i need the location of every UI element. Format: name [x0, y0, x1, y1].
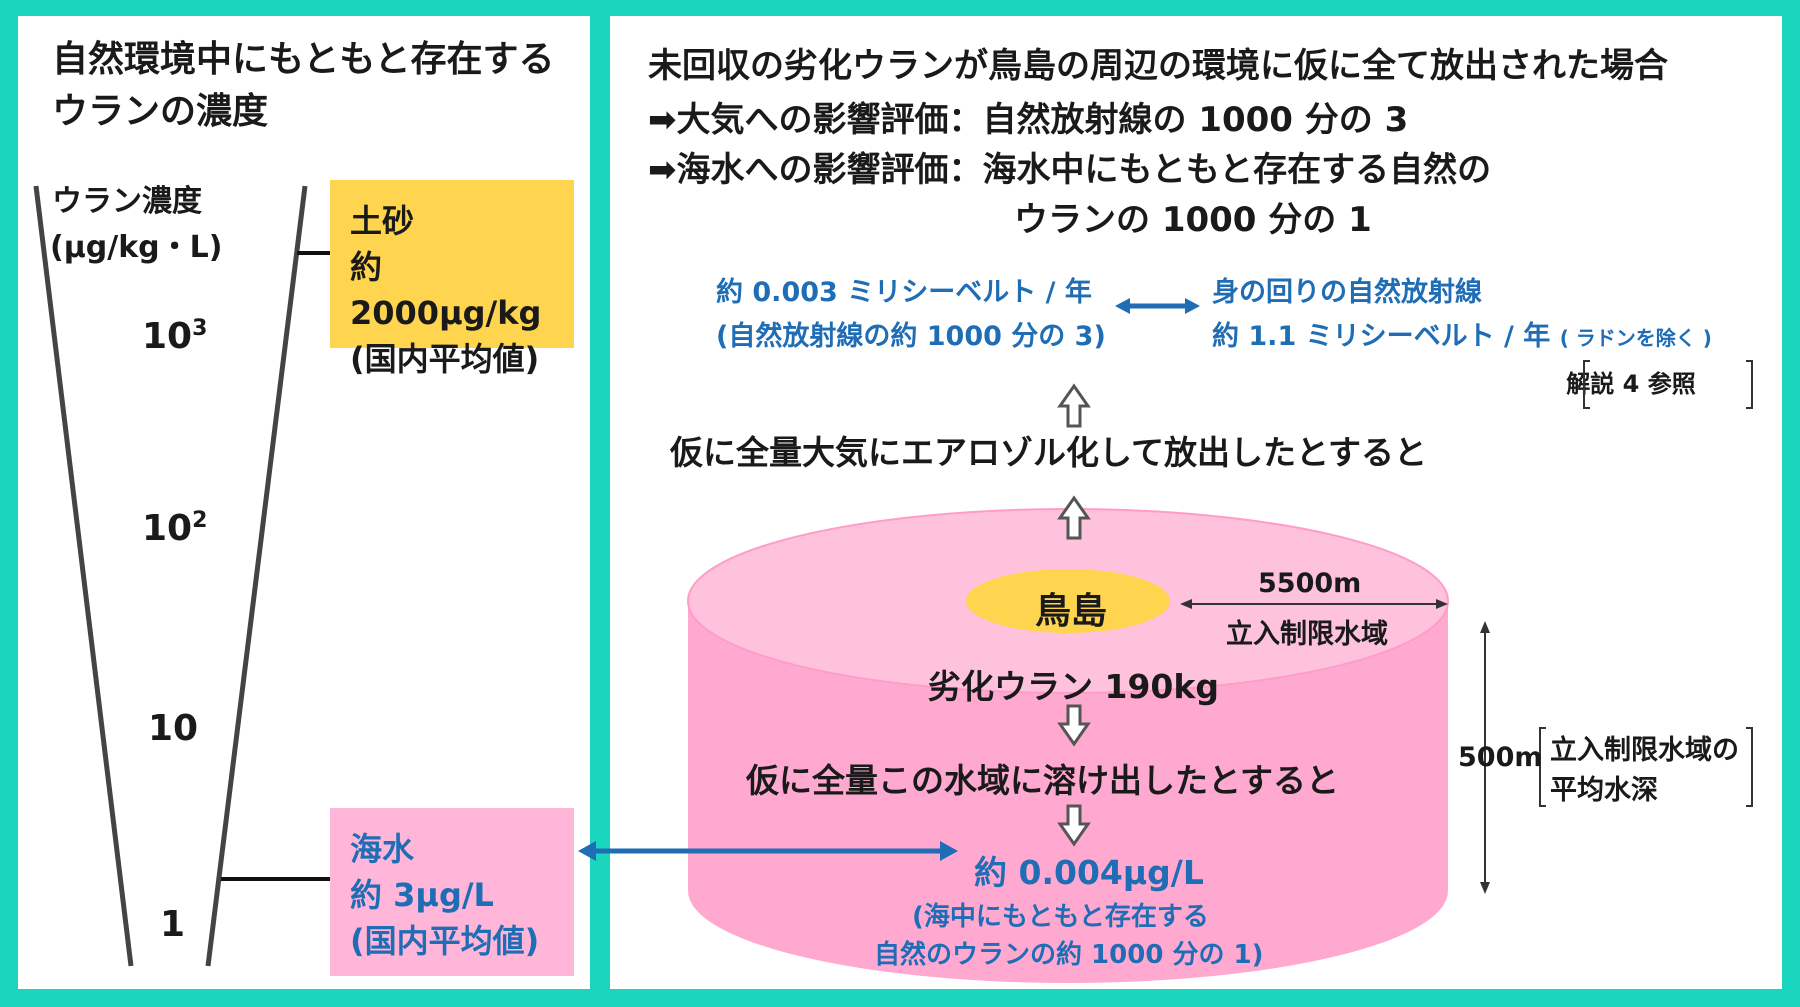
uranium-label: 劣化ウラン 190kg [928, 667, 1219, 706]
natural-line1: 身の回りの自然放射線 [1212, 277, 1482, 308]
depth-note-line1: 立入制限水域の [1550, 735, 1739, 766]
concentration-label: 約 0.004μg/L [974, 853, 1204, 892]
air-eval: ➡大気への影響評価：自然放射線の 1000 分の 3 [648, 100, 1409, 140]
right-title: 未回収の劣化ウランが鳥島の周辺の環境に仮に全て放出された場合 [648, 46, 1668, 86]
aerosol-text: 仮に全量大気にエアロゾル化して放出したとすると [670, 433, 1428, 472]
soil-box-line1: 土砂 [350, 202, 415, 240]
dose-line1: 約 0.003 ミリシーベルト / 年 [716, 277, 1092, 308]
scale-wedge [33, 185, 330, 967]
reference-note: 解説 4 参照 [1566, 370, 1696, 398]
right-panel: 未回収の劣化ウランが鳥島の周辺の環境に仮に全て放出された場合 ➡大気への影響評価… [610, 16, 1782, 989]
dissolve-text: 仮に全量この水域に溶け出したとすると [746, 761, 1340, 800]
down-arrow-1 [1057, 704, 1091, 747]
axis-label-line1: ウラン濃度 [52, 184, 202, 219]
island-label: 鳥島 [1035, 591, 1108, 632]
conc-note-line2: 自然のウランの約 1000 分の 1) [874, 940, 1264, 970]
left-title-line2: ウランの濃度 [52, 91, 269, 132]
sea-box-line3: (国内平均値) [350, 922, 540, 960]
radius-label: 5500m [1258, 568, 1362, 599]
sea-eval-line2: ウランの 1000 分の 1 [1014, 200, 1372, 240]
sea-eval-line1: ➡海水への影響評価：海水中にもともと存在する自然の [648, 150, 1492, 190]
up-arrow-1 [1057, 383, 1091, 428]
left-panel: 自然環境中にもともと存在する ウランの濃度 ウラン濃度 (μg/kg・L) 10… [18, 16, 590, 989]
natural-note: ( ラドンを除く ) [1559, 326, 1712, 350]
axis-label-line2: (μg/kg・L) [50, 230, 223, 265]
down-arrow-2 [1057, 804, 1091, 847]
soil-box: 土砂 約 2000μg/kg (国内平均値) [330, 180, 574, 378]
conc-note-line1: (海中にもともと存在する [912, 902, 1209, 932]
natural-line2: 約 1.1 ミリシーベルト / 年 ( ラドンを除く ) [1212, 321, 1712, 352]
tick-100: 102 [142, 508, 208, 549]
wedge-left-line [33, 185, 134, 967]
up-arrow-2 [1057, 495, 1091, 540]
dose-line2: (自然放射線の約 1000 分の 3) [716, 321, 1106, 352]
depth-label: 500m [1458, 742, 1543, 773]
soil-box-line2: 約 2000μg/kg [350, 248, 542, 332]
soil-box-line3: (国内平均値) [350, 340, 540, 378]
sea-box-line2: 約 3μg/L [350, 876, 494, 914]
left-title-line1: 自然環境中にもともと存在する [52, 39, 555, 80]
wedge-right-line [205, 185, 308, 967]
island-shape [966, 569, 1170, 633]
restricted-area-label: 立入制限水域 [1226, 619, 1388, 650]
tick-1: 1 [160, 904, 186, 945]
sea-box: 海水 約 3μg/L (国内平均値) [330, 808, 574, 976]
cylinder-body [688, 601, 1448, 983]
depth-note-line2: 平均水深 [1550, 775, 1658, 806]
sea-box-line1: 海水 [350, 830, 415, 868]
tick-10: 10 [148, 708, 199, 749]
right-graphics [687, 298, 1753, 983]
tick-1000: 103 [142, 316, 208, 357]
